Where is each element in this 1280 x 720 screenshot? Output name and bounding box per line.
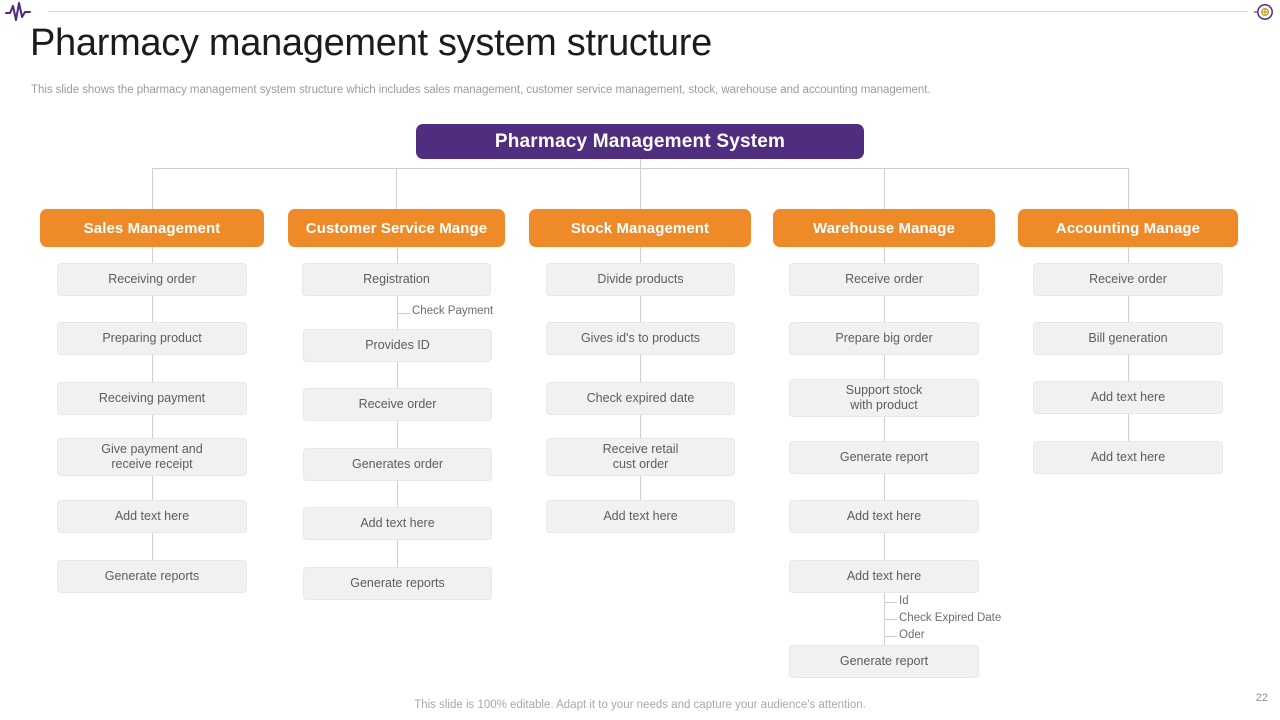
drop-connector-col-2 [396, 168, 397, 209]
branch-label-check-payment[interactable]: Check Payment [412, 305, 494, 317]
column-header-accounting-manage[interactable]: Accounting Manage [1018, 209, 1238, 247]
branch-tick-col4-check-expired-date [884, 619, 897, 620]
column-header-warehouse-manage[interactable]: Warehouse Manage [773, 209, 995, 247]
branch-label-check-expired-date[interactable]: Check Expired Date [899, 612, 1002, 624]
footer-note: This slide is 100% editable. Adapt it to… [414, 699, 866, 711]
node-col4-2[interactable]: Support stock with product [789, 379, 979, 417]
node-col3-1[interactable]: Gives id's to products [546, 322, 735, 355]
node-col3-0[interactable]: Divide products [546, 263, 735, 296]
branch-tick-col4-oder [884, 636, 897, 637]
node-col1-1[interactable]: Preparing product [57, 322, 247, 355]
top-divider [48, 11, 1248, 12]
node-col4-1[interactable]: Prepare big order [789, 322, 979, 355]
branch-label-id[interactable]: Id [899, 595, 909, 607]
node-col5-3[interactable]: Add text here [1033, 441, 1223, 474]
drop-connector-col-4 [884, 168, 885, 209]
page-subtitle: This slide shows the pharmacy management… [31, 84, 931, 96]
node-col1-5[interactable]: Generate reports [57, 560, 247, 593]
node-col4-6[interactable]: Generate report [789, 645, 979, 678]
node-col3-3[interactable]: Receive retail cust order [546, 438, 735, 476]
root-stem-connector [640, 159, 641, 168]
node-col1-2[interactable]: Receiving payment [57, 382, 247, 415]
node-col2-5[interactable]: Generate reports [303, 567, 492, 600]
node-col2-4[interactable]: Add text here [303, 507, 492, 540]
node-col3-4[interactable]: Add text here [546, 500, 735, 533]
heartbeat-pulse-icon [4, 1, 32, 22]
node-col2-3[interactable]: Generates order [303, 448, 492, 481]
node-col1-4[interactable]: Add text here [57, 500, 247, 533]
branch-tick-col4-id [884, 602, 897, 603]
node-col5-1[interactable]: Bill generation [1033, 322, 1223, 355]
drop-connector-col-1 [152, 168, 153, 209]
node-col2-0[interactable]: Registration [302, 263, 491, 296]
node-col2-2[interactable]: Receive order [303, 388, 492, 421]
drop-connector-col-3 [640, 168, 641, 209]
node-col4-3[interactable]: Generate report [789, 441, 979, 474]
target-circle-icon [1254, 4, 1273, 20]
node-col3-2[interactable]: Check expired date [546, 382, 735, 415]
node-col4-4[interactable]: Add text here [789, 500, 979, 533]
node-col2-1[interactable]: Provides ID [303, 329, 492, 362]
page-title: Pharmacy management system structure [30, 22, 712, 64]
branch-label-oder[interactable]: Oder [899, 629, 925, 641]
page-number: 22 [1255, 692, 1268, 704]
drop-connector-col-5 [1128, 168, 1129, 209]
node-col1-3[interactable]: Give payment and receive receipt [57, 438, 247, 476]
node-col5-0[interactable]: Receive order [1033, 263, 1223, 296]
node-col4-5[interactable]: Add text here [789, 560, 979, 593]
node-col5-2[interactable]: Add text here [1033, 381, 1223, 414]
column-header-customer-service[interactable]: Customer Service Mange [288, 209, 505, 247]
root-node[interactable]: Pharmacy Management System [416, 124, 864, 159]
column-header-sales-management[interactable]: Sales Management [40, 209, 264, 247]
node-col4-0[interactable]: Receive order [789, 263, 979, 296]
branch-tick-col2-0 [397, 313, 410, 314]
column-header-stock-management[interactable]: Stock Management [529, 209, 751, 247]
node-col1-0[interactable]: Receiving order [57, 263, 247, 296]
